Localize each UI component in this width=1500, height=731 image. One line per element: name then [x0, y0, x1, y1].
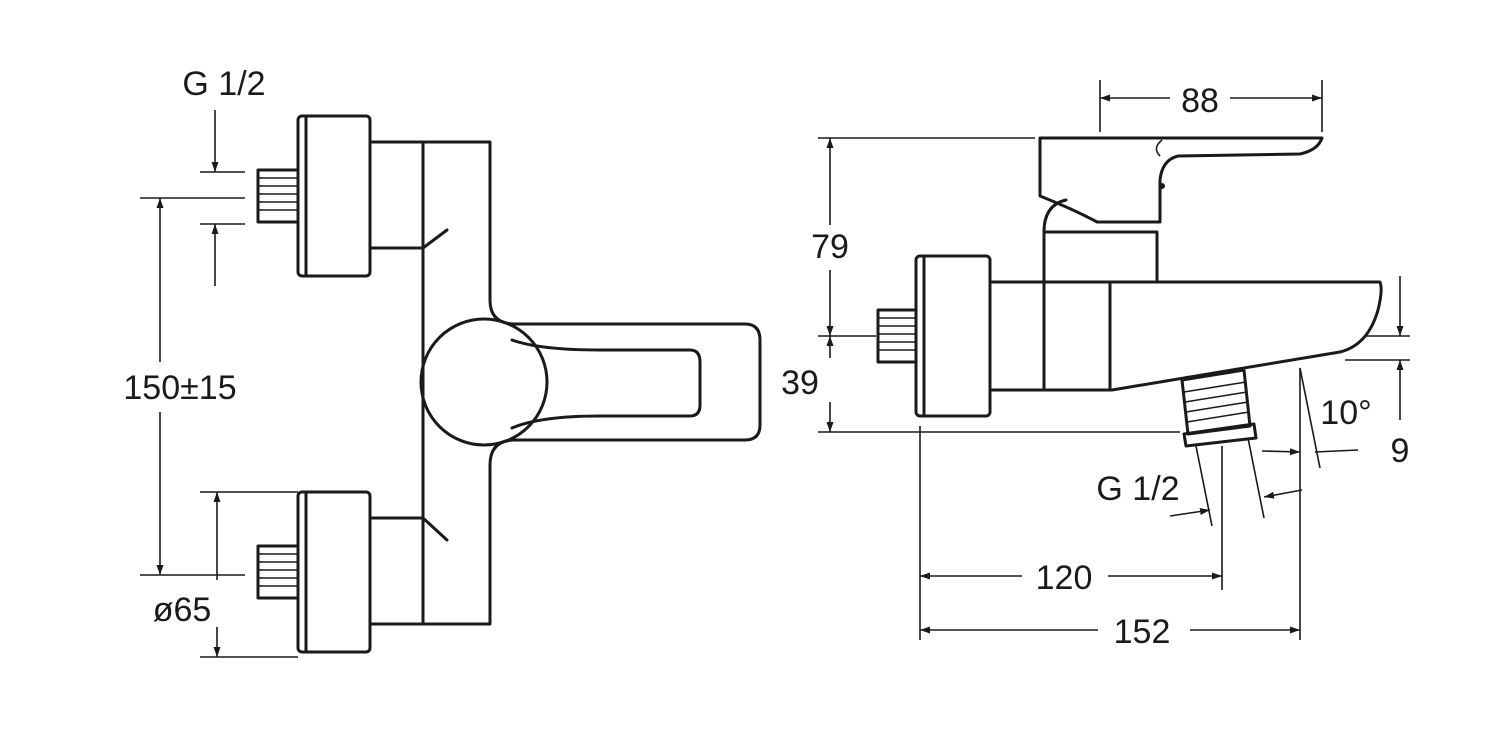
outlet-projection-label: 120 [1036, 559, 1093, 597]
height-bottom-label: 39 [781, 364, 819, 402]
dim-center-distance: 150±15 [123, 197, 245, 576]
handle-hub [419, 317, 549, 447]
dim-inlet-thread: G 1/2 [182, 65, 266, 286]
flange-diameter-label: ø65 [153, 591, 212, 629]
dim-total-projection: 152 [920, 613, 1300, 651]
lever-handle [1038, 136, 1324, 224]
dim-outlet-thread: G 1/2 [1096, 437, 1303, 527]
lever-length-label: 88 [1181, 82, 1219, 120]
bottom-flange [256, 490, 372, 654]
spout-angle-label: 10° [1320, 394, 1371, 432]
dim-flange-diameter: ø65 [153, 491, 298, 658]
height-top-label: 79 [811, 228, 849, 266]
spout-body [988, 280, 1383, 392]
dim-height-top: 79 [811, 137, 1035, 337]
front-view: G 1/2 150±15 ø65 [123, 65, 762, 658]
outlet-thread-label: G 1/2 [1096, 470, 1179, 508]
lever-column [1042, 230, 1159, 392]
dim-lever-length: 88 [1099, 80, 1323, 132]
total-projection-label: 152 [1114, 613, 1171, 651]
side-view: 88 79 39 9 [781, 80, 1410, 651]
side-flange [876, 254, 992, 418]
center-distance-label: 150±15 [123, 369, 236, 407]
handle-loop [510, 338, 702, 430]
dim-height-bottom: 39 [781, 336, 1180, 433]
spout-drop-label: 9 [1391, 432, 1410, 470]
inlet-thread-label: G 1/2 [182, 65, 265, 103]
bath-outlet [1180, 368, 1258, 448]
dim-spout-drop: 9 [1345, 276, 1410, 470]
dim-outlet-projection: 120 [919, 426, 1223, 640]
dim-spout-angle: 10° [1261, 367, 1372, 640]
top-flange [256, 114, 372, 278]
